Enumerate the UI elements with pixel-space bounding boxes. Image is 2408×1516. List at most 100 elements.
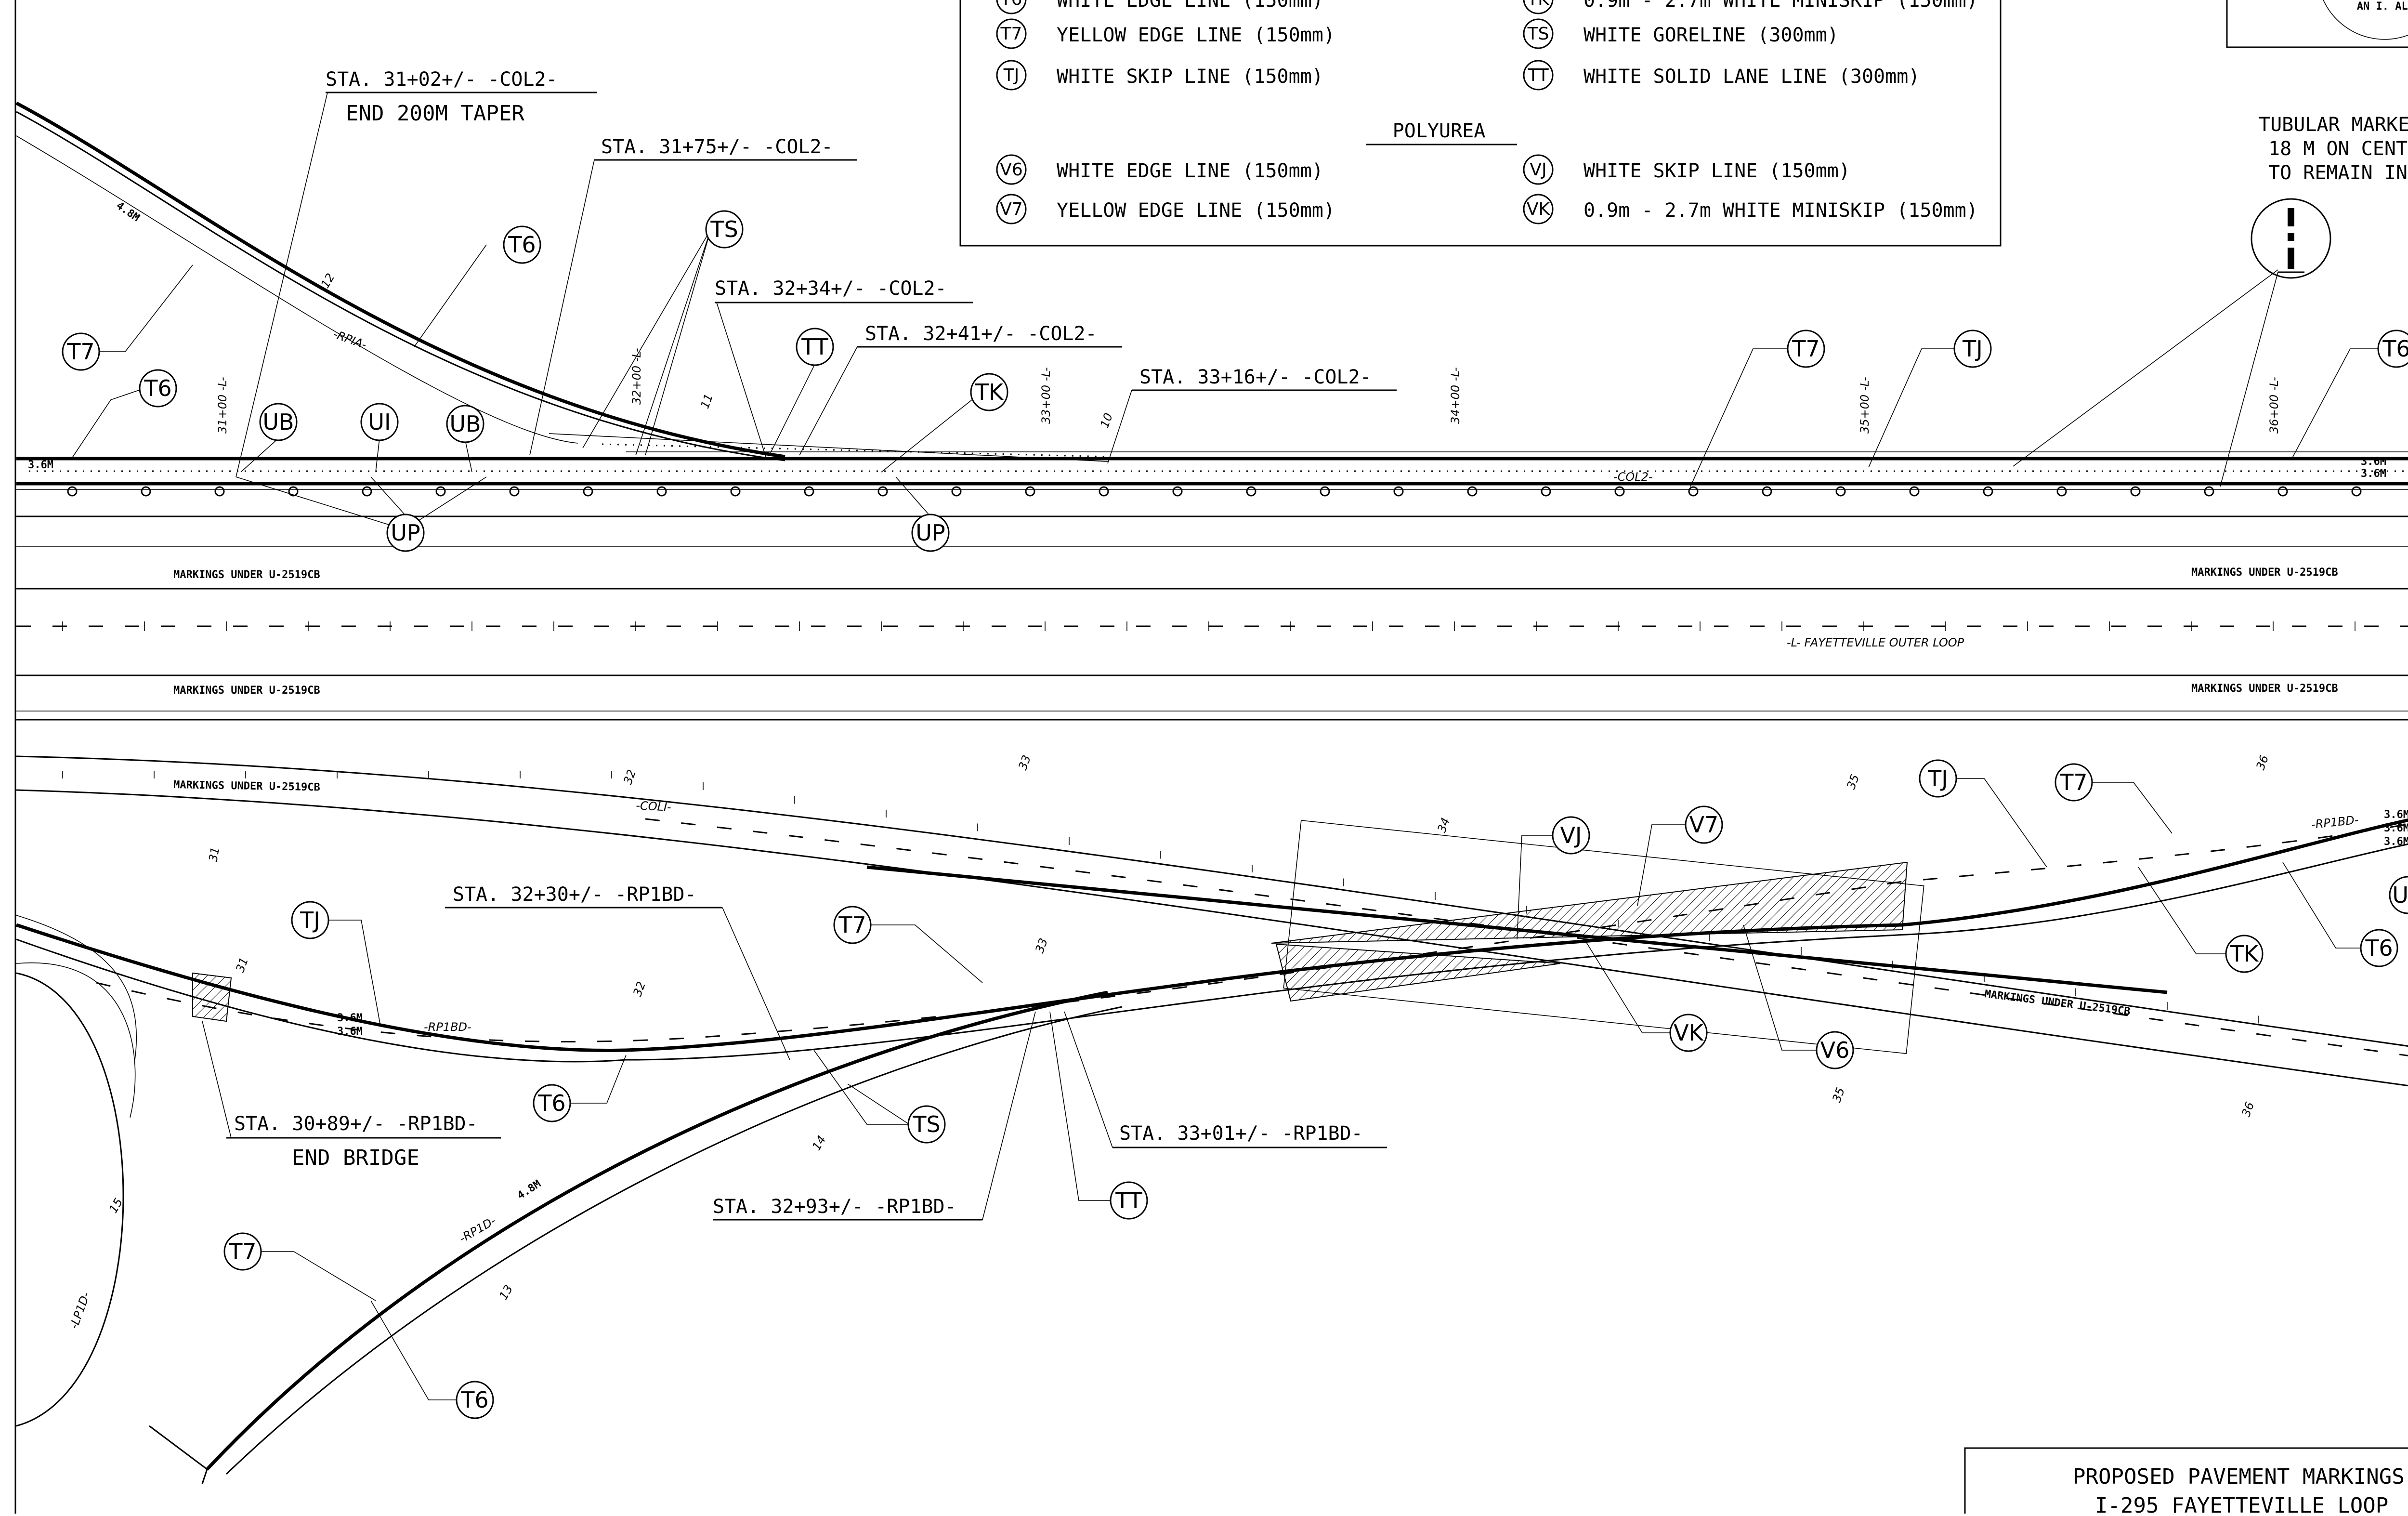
legend-code-icon (1523, 60, 1554, 91)
callout-leader (847, 1083, 910, 1125)
marking-bubble (2055, 763, 2093, 802)
marking-bubble-label: TK (2230, 941, 2259, 967)
legend-code-icon (996, 194, 1027, 224)
marking-bubble-label: T7 (2059, 769, 2087, 795)
marking-bubble (1919, 759, 1957, 798)
lane-width-tag: 3.6M (28, 459, 53, 471)
raised-pavement-marker (804, 486, 814, 497)
station-number: 33 (1016, 753, 1034, 772)
legend-code-icon (996, 18, 1027, 49)
marking-bubble-label: TK (975, 379, 1004, 405)
legend-description: WHITE SKIP LINE (150mm) (1584, 160, 1850, 182)
raised-pavement-marker (2351, 486, 2362, 497)
legend-polyurea-heading: POLYUREA (1393, 120, 1486, 142)
marking-bubble-label: T6 (537, 1090, 565, 1116)
legend-code-icon (996, 0, 1027, 14)
legend-description: YELLOW EDGE LINE (150mm) (1057, 24, 1335, 46)
legend-code-icon (1523, 0, 1554, 14)
marking-bubble-label: UI (368, 409, 391, 435)
station-callout: END BRIDGE (292, 1146, 419, 1170)
legend-description: 0.9m - 2.7m WHITE MINISKIP (150mm) (1584, 0, 1978, 12)
callout-leader (99, 264, 193, 352)
legend-code: VJ (1530, 160, 1546, 180)
callout-leader (236, 476, 391, 526)
marking-bubble (446, 405, 484, 443)
tubular-note-line-1: TUBULAR MARKERS (F (2259, 114, 2408, 136)
rp1d-alignment-label: -RP1D- (457, 1214, 498, 1245)
callout-leader (370, 1300, 458, 1400)
legend-code-icon (1523, 154, 1554, 185)
station-number: 32 (621, 768, 639, 786)
raised-pavement-marker (1688, 486, 1699, 497)
raised-pavement-marker (1614, 486, 1625, 497)
markings-under-label: MARKINGS UNDER U-2519CB (1984, 988, 2131, 1018)
legend-description: YELLOW EDGE LINE (150mm) (1057, 199, 1335, 222)
callout-leader (895, 476, 931, 517)
marking-bubble-label: T7 (228, 1239, 256, 1265)
raised-pavement-marker (730, 486, 741, 497)
callout-leader (419, 476, 487, 521)
station-number: 14 (810, 1134, 829, 1153)
legend-description: WHITE SKIP LINE (150mm) (1057, 66, 1323, 88)
station-number: 34 (1435, 816, 1453, 834)
station-number: 31 (233, 956, 251, 974)
raised-pavement-marker (1246, 486, 1256, 497)
station-tick-label: 31+00 -L- (216, 377, 229, 434)
marking-bubble-label: UP (391, 520, 420, 546)
marking-bubble (360, 403, 399, 441)
raised-pavement-marker (1762, 486, 1772, 497)
callout-leader (881, 399, 972, 473)
marking-bubble (2389, 876, 2408, 914)
marking-bubble-label: T7 (1792, 336, 1819, 362)
markings-under-label: MARKINGS UNDER U-2519CB (173, 779, 320, 793)
raised-pavement-marker (2204, 486, 2214, 497)
station-tick-label: 36+00 -L- (2267, 377, 2281, 434)
station-callout: STA. 32+30+/- -RP1BD- (453, 883, 696, 906)
legend-code: VK (1527, 199, 1551, 219)
station-callouts: STA. 31+02+/- -COL2- END 200M TAPER STA.… (202, 68, 1397, 1221)
legend-description: WHITE GORELINE (300mm) (1584, 24, 1839, 46)
callout-leader (327, 920, 381, 1027)
title-block: PROPOSED PAVEMENT MARKINGS I-295 FAYETTE… (1964, 1447, 2408, 1516)
callout-leader (260, 1251, 376, 1301)
col2-alignment-label: -COL2- (1613, 470, 1653, 484)
raised-pavement-marker (1393, 486, 1404, 497)
marking-bubble-label: UB (262, 409, 294, 435)
callout-leader (635, 229, 711, 456)
marking-bubble (970, 373, 1008, 411)
callout-leader (2091, 782, 2172, 834)
legend-description: WHITE SOLID LANE LINE (300mm) (1584, 66, 1920, 88)
callout-leader (414, 244, 487, 347)
raised-pavement-marker (656, 486, 667, 497)
station-number: 10 (1098, 411, 1115, 430)
markings-under-label: MARKINGS UNDER U-2519CB (2191, 683, 2338, 695)
lane-width-tag: 3.6M (2361, 468, 2386, 480)
mainline-roadway (14, 0, 2408, 1514)
raised-pavement-marker (2056, 486, 2067, 497)
station-callout: STA. 32+93+/- -RP1BD- (713, 1196, 956, 1218)
callout-leader (370, 476, 406, 516)
legend-code: T7 (1000, 24, 1022, 44)
marking-bubble (833, 906, 872, 944)
marking-bubble (705, 210, 744, 249)
callout-leader (1637, 824, 1686, 906)
rp1bd-alignment-label: -RP1BD- (424, 1020, 471, 1034)
station-tick-label: 34+00 -L- (1449, 367, 1462, 424)
marking-bubble-label: T6 (144, 375, 171, 401)
callout-leader (1517, 835, 1554, 940)
raised-pavement-marker (2130, 486, 2141, 497)
marking-bubble (1110, 1181, 1148, 1220)
marking-bubble-label: T6 (2365, 935, 2393, 961)
raised-pavement-marker (1320, 486, 1330, 497)
callout-leader (1049, 1011, 1112, 1201)
raised-pavement-marker (1541, 486, 1551, 497)
legend-code-icon (1523, 194, 1554, 224)
raised-pavement-marker (141, 486, 151, 497)
raised-pavement-marker (1172, 486, 1183, 497)
markings-under-label: MARKINGS UNDER U-2519CB (173, 685, 320, 697)
raised-pavement-marker (951, 486, 962, 497)
station-number: 31 (206, 846, 222, 863)
marking-bubble (1816, 1031, 1854, 1069)
station-callout: STA. 32+34+/- -COL2- (715, 277, 947, 300)
